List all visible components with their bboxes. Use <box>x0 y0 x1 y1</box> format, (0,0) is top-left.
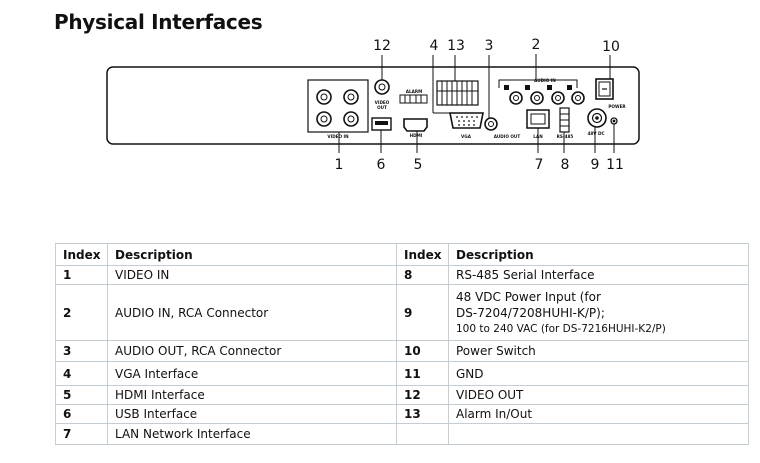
index-cell: 3 <box>55 340 108 362</box>
table-row: 1 VIDEO IN 8 RS-485 Serial Interface <box>55 265 749 285</box>
callout-6: 6 <box>377 157 386 173</box>
callout-1: 1 <box>335 157 344 173</box>
table-row: 4 VGA Interface 11 GND <box>55 361 749 386</box>
table-header-row: Index Description Index Description <box>55 243 749 266</box>
callout-8: 8 <box>561 157 570 173</box>
description-cell: VGA Interface <box>107 361 397 386</box>
description-cell: RS-485 Serial Interface <box>448 265 749 285</box>
description-cell: VIDEO IN <box>107 265 397 285</box>
label-video-out-2: OUT <box>377 105 387 110</box>
callout-4: 4 <box>430 38 439 54</box>
label-alarm: ALARM <box>406 89 423 94</box>
alarm-small-terminal <box>399 94 428 104</box>
index-cell: 6 <box>55 404 108 424</box>
index-cell <box>396 423 449 445</box>
hdmi-port <box>403 118 428 132</box>
vga-port <box>449 112 484 129</box>
label-vga: VGA <box>461 134 472 139</box>
index-cell: 7 <box>55 423 108 445</box>
description-cell: AUDIO IN, RCA Connector <box>107 284 397 341</box>
header-index-left: Index <box>55 243 108 266</box>
header-description-right: Description <box>448 243 749 266</box>
index-cell: 11 <box>396 361 449 386</box>
callout-2: 2 <box>532 37 541 53</box>
callout-13: 13 <box>447 38 465 54</box>
index-cell: 2 <box>55 284 108 341</box>
label-video-out-1: VIDEO <box>375 100 390 105</box>
description-cell: 48 VDC Power Input (for DS-7204/7208HUHI… <box>448 284 749 341</box>
index-cell: 12 <box>396 385 449 405</box>
table-row: 5 HDMI Interface 12 VIDEO OUT <box>55 385 749 405</box>
audio-in-rca-1 <box>509 91 523 105</box>
callout-5: 5 <box>414 157 423 173</box>
index-cell: 8 <box>396 265 449 285</box>
description-cell: VIDEO OUT <box>448 385 749 405</box>
label-hdmi: HDMI <box>410 133 423 138</box>
power-switch <box>595 78 614 100</box>
table-row: 2 AUDIO IN, RCA Connector 9 48 VDC Power… <box>55 284 749 341</box>
index-cell: 4 <box>55 361 108 386</box>
description-cell: Power Switch <box>448 340 749 362</box>
description-cell: AUDIO OUT, RCA Connector <box>107 340 397 362</box>
audio-in-rca-2 <box>530 91 544 105</box>
index-cell: 5 <box>55 385 108 405</box>
callout-10: 10 <box>602 39 620 55</box>
index-cell: 9 <box>396 284 449 341</box>
index-cell: 10 <box>396 340 449 362</box>
interface-table: Index Description Index Description 1 VI… <box>55 243 749 445</box>
callout-3: 3 <box>485 38 494 54</box>
power-input-line-3: 100 to 240 VAC (for DS-7216HUHI-K2/P) <box>456 322 666 335</box>
table-row: 7 LAN Network Interface <box>55 423 749 445</box>
audio-in-bracket <box>498 79 578 88</box>
description-cell: LAN Network Interface <box>107 423 397 445</box>
label-power: POWER <box>608 104 626 109</box>
rear-panel-diagram: 12 4 13 3 2 10 1 6 5 7 8 9 11 VIDEO IN V… <box>106 37 640 173</box>
description-cell: USB Interface <box>107 404 397 424</box>
label-rs485: RS-485 <box>557 134 574 139</box>
index-cell: 13 <box>396 404 449 424</box>
audio-in-rca-3 <box>551 91 565 105</box>
power-input-connector <box>587 108 607 128</box>
index-cell: 1 <box>55 265 108 285</box>
header-index-right: Index <box>396 243 449 266</box>
label-video-in: VIDEO IN <box>327 134 349 139</box>
power-input-line-1: 48 VDC Power Input (for <box>456 289 601 304</box>
description-cell: GND <box>448 361 749 386</box>
video-out-connector <box>374 79 390 95</box>
audio-out-rca <box>484 117 498 131</box>
description-cell: HDMI Interface <box>107 385 397 405</box>
callout-11: 11 <box>606 157 624 173</box>
video-in-block <box>307 79 369 133</box>
description-cell: Alarm In/Out <box>448 404 749 424</box>
lan-port <box>526 109 550 129</box>
table-row: 3 AUDIO OUT, RCA Connector 10 Power Swit… <box>55 340 749 362</box>
description-cell <box>448 423 749 445</box>
label-audio-out: AUDIO OUT <box>494 134 521 139</box>
callout-7: 7 <box>535 157 544 173</box>
callout-12: 12 <box>373 38 391 54</box>
label-lan: LAN <box>533 134 543 139</box>
chassis-outline <box>106 66 640 145</box>
page-title: Physical Interfaces <box>54 10 263 34</box>
callout-9: 9 <box>591 157 600 173</box>
label-audio-in: AUDIO IN <box>534 78 556 83</box>
header-description-left: Description <box>107 243 397 266</box>
power-input-line-2: DS-7204/7208HUHI-K/P); <box>456 305 605 320</box>
table-row: 6 USB Interface 13 Alarm In/Out <box>55 404 749 424</box>
label-vdc: 48V DC <box>587 131 604 136</box>
audio-in-rca-4 <box>571 91 585 105</box>
